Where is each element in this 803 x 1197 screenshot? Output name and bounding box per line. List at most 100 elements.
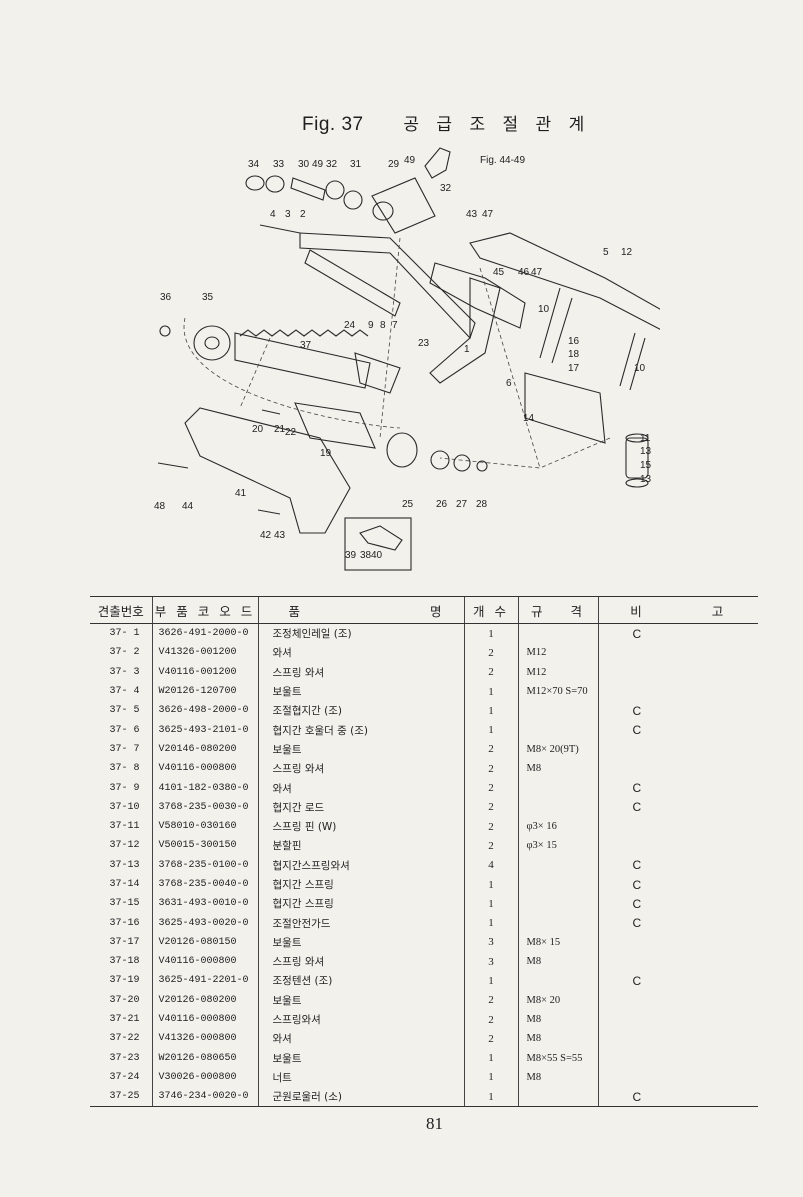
cell-qty: 1 (463, 720, 518, 740)
callout-label: 26 (436, 499, 448, 510)
cell-code: 3631-493-0010-0 (151, 894, 258, 914)
cell-remark (597, 759, 758, 779)
part-shape (239, 337, 271, 409)
callout-label: 3 (285, 209, 291, 220)
cell-code: V40116-000800 (151, 952, 258, 972)
cell-code: V20146-080200 (151, 739, 258, 760)
cell-name: 스프링와셔 (257, 1009, 464, 1030)
part-shape (479, 267, 541, 469)
cell-name: 협지간 스프링 (257, 874, 464, 895)
part-shape (625, 478, 649, 488)
callout-label: 27 (456, 499, 468, 510)
cell-spec: M8 (517, 1029, 598, 1049)
cell-name: 보울트 (257, 681, 464, 702)
part-shape (294, 402, 376, 449)
cell-remark: C (597, 913, 758, 933)
cell-qty: 1 (463, 894, 518, 914)
cell-qty: 2 (463, 739, 518, 760)
cell-qty: 2 (463, 797, 518, 817)
cell-qty: 1 (463, 701, 518, 721)
cell-remark (597, 681, 758, 702)
part-shape (354, 352, 401, 394)
callout-label: 13 (640, 446, 652, 457)
cell-qty: 2 (463, 759, 518, 779)
cell-remark (597, 662, 758, 682)
cell-qty: 1 (463, 1048, 518, 1068)
part-shape (429, 262, 526, 329)
cell-remark (597, 952, 758, 972)
cell-no: 37-13 (109, 859, 140, 871)
cell-no: 37-19 (109, 975, 140, 987)
cell-spec: M8 (517, 1009, 598, 1030)
callout-label: 48 (154, 501, 166, 512)
cell-qty: 4 (463, 855, 518, 875)
callout-label: 32 (326, 159, 338, 170)
page-number: 81 (426, 1114, 443, 1133)
part-shape (344, 517, 412, 571)
cell-name: 보울트 (257, 1048, 464, 1068)
cell-remark: C (597, 971, 758, 991)
cell-qty: 1 (463, 913, 518, 933)
cell-spec (517, 778, 598, 798)
cell-code: 3625-493-2101-0 (151, 720, 258, 740)
callout-label: 6 (506, 378, 512, 389)
callout-label: 37 (300, 340, 312, 351)
cell-name: 조정체인레일 (조) (257, 623, 464, 644)
cell-qty: 2 (463, 643, 518, 663)
callout-label: 46 (518, 267, 530, 278)
cell-code: W20126-120700 (151, 681, 258, 702)
part-shape (304, 249, 401, 317)
part-shape (257, 509, 281, 515)
cell-qty: 2 (463, 778, 518, 798)
figure-name: 공 급 조 절 관 계 (403, 115, 591, 135)
callout-label: 17 (568, 363, 580, 374)
cell-spec: M12×70 S=70 (517, 681, 598, 702)
cell-name: 보울트 (257, 932, 464, 953)
cell-no: 37-24 (109, 1071, 140, 1083)
cell-no: 37-14 (109, 879, 140, 890)
part-shape (343, 190, 363, 210)
cell-spec: M8 (517, 952, 598, 972)
part-shape (265, 175, 285, 193)
col-header-name: 품 명 (257, 596, 464, 624)
part-shape (372, 201, 394, 221)
cell-no: 37-12 (109, 840, 140, 852)
callout-label: 49 (312, 159, 324, 170)
reference-label: Fig. 44-49 (480, 155, 525, 166)
cell-name: 군원로울러 (소) (257, 1087, 464, 1108)
cell-name: 너트 (257, 1067, 464, 1088)
cell-code: W20126-080650 (151, 1048, 258, 1068)
cell-qty: 2 (463, 816, 518, 837)
callout-label: 19 (320, 448, 332, 459)
cell-name: 조절안전가드 (257, 913, 464, 933)
callout-label: 24 (344, 320, 356, 331)
part-shape (261, 409, 281, 415)
col-header-spec: 규 격 (517, 596, 598, 624)
part-shape (453, 454, 471, 472)
cell-code: 4101-182-0380-0 (151, 778, 258, 798)
cell-name: 협지간스프링와셔 (257, 855, 464, 875)
callout-label: 49 (404, 155, 416, 166)
callout-label: 47 (531, 267, 543, 278)
part-shape (193, 325, 231, 361)
cell-no: 37- 6 (109, 724, 140, 736)
table-header-row: 견출번호 부 품 코 오 드 품 명 개 수 규 격 비 고 (90, 596, 758, 624)
callout-label: 47 (482, 209, 494, 220)
cell-no: 37-20 (109, 994, 140, 1006)
callout-label: 31 (350, 159, 362, 170)
part-shape (204, 336, 220, 350)
part-shape (469, 232, 660, 330)
cell-code: V20126-080150 (151, 932, 258, 953)
